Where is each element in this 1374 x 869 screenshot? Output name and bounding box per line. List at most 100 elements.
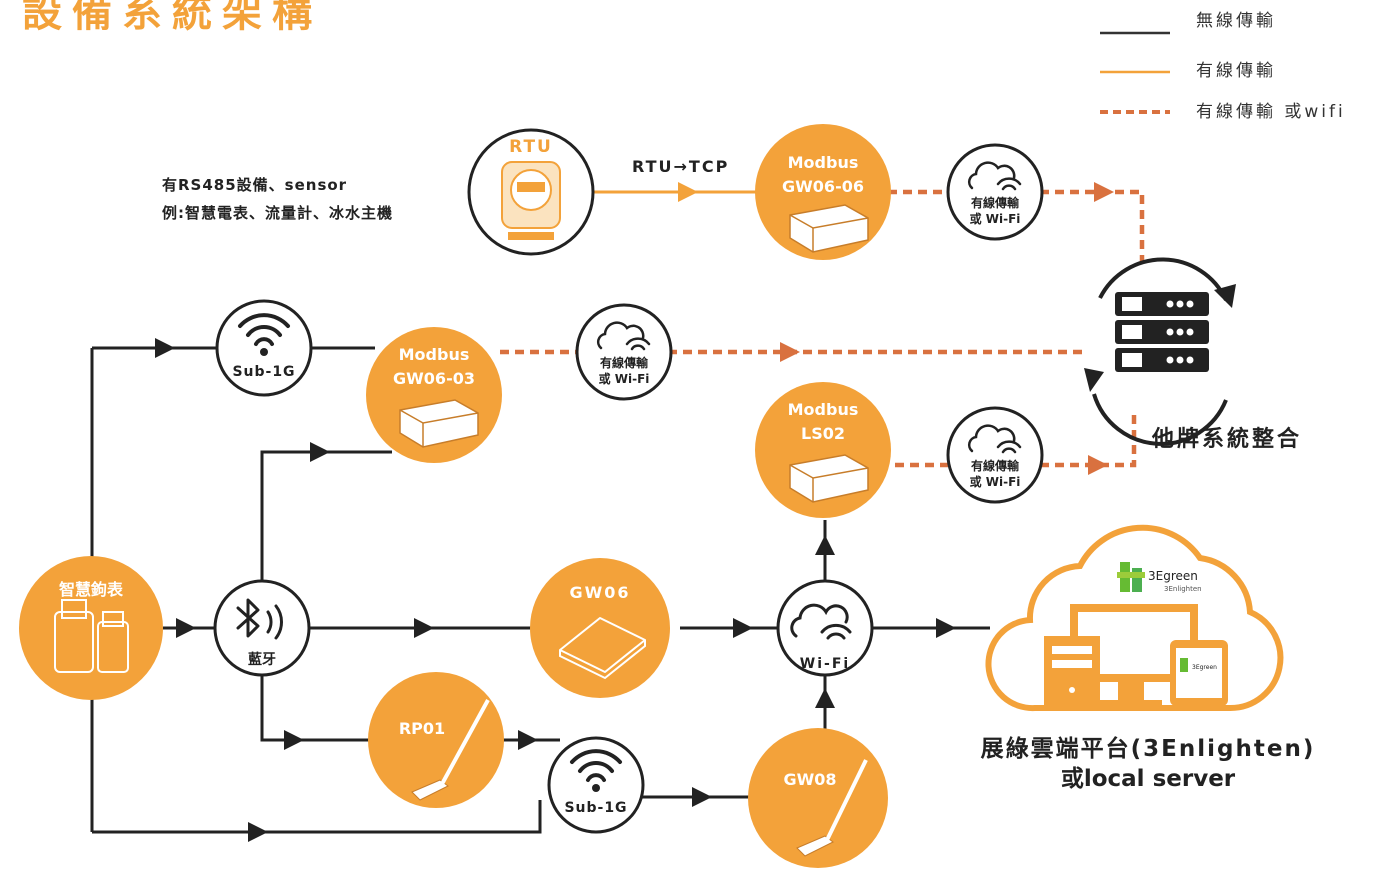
legend: 無線傳輸 有線傳輸 有線傳輸 或wifi: [1100, 11, 1346, 122]
clamp-sensor-icon: [54, 599, 129, 673]
wired-rtu-link: RTU→TCP: [592, 157, 760, 202]
arrow: [733, 618, 753, 638]
ls02-node[interactable]: Modbus LS02: [755, 382, 891, 518]
cloud-platform[interactable]: 3Egreen 3Enlighten 3Egreen 展綠雲端平台(3Enlig…: [981, 524, 1316, 792]
sub1g-label: Sub-1G: [564, 800, 627, 816]
antenna-icon: [411, 699, 490, 801]
rp01-circle: [368, 672, 504, 808]
cloud-node-b[interactable]: 有線傳輸 或 Wi-Fi: [575, 303, 673, 401]
wifi-dot: [592, 784, 600, 792]
wifi-dot: [260, 348, 268, 356]
phone-icon: [1170, 640, 1228, 706]
dash: [1040, 189, 1145, 262]
gw0603-node[interactable]: Modbus GW06-03: [366, 327, 502, 463]
gw08-node[interactable]: GW08: [748, 728, 888, 868]
gateway-box-icon: [789, 454, 869, 503]
wireless-arrowheads: [155, 338, 956, 842]
page-title: 設備系統架構: [22, 0, 322, 36]
cloud-wifi-icon: [790, 603, 852, 640]
cloud-wifi-icon: [967, 424, 1022, 454]
smart-meter-node[interactable]: 智慧鉤表: [19, 556, 163, 700]
brand-name: 3Egreen: [1148, 569, 1198, 583]
gw0603-label-2: GW06-03: [393, 369, 475, 388]
legend-wireless-label: 無線傳輸: [1196, 11, 1276, 31]
gateway-box-icon: [399, 399, 479, 448]
arrow: [155, 338, 175, 358]
cloud-node-a[interactable]: 有線傳輸 或 Wi-Fi: [946, 143, 1044, 241]
arrow: [414, 618, 434, 638]
dashed-connectors: [500, 189, 1145, 468]
cloud-label-2: 或 Wi-Fi: [970, 474, 1021, 489]
dash: [1040, 410, 1137, 468]
gw06-node[interactable]: GW06: [530, 558, 670, 698]
rtu-tcp-label: RTU→TCP: [632, 157, 729, 176]
ls02-label-2: LS02: [801, 424, 845, 443]
bluetooth-node[interactable]: 藍牙: [213, 579, 311, 677]
gateway-box-icon: [789, 204, 869, 253]
legend-wired-label: 有線傳輸: [1196, 61, 1276, 81]
rtu-node[interactable]: RTU: [467, 128, 595, 256]
meter-icon: [501, 161, 561, 240]
dashed-arrowheads: [780, 182, 1114, 475]
smart-meter-label: 智慧鉤表: [59, 580, 124, 599]
sub1g-label: Sub-1G: [232, 364, 295, 380]
sub1g-node-a[interactable]: Sub-1G: [215, 299, 313, 397]
bluetooth-circle: [213, 579, 311, 677]
rp01-node[interactable]: RP01: [368, 672, 504, 808]
arrow: [310, 442, 330, 462]
cloud-circle: [575, 303, 673, 401]
gw0603-label-1: Modbus: [399, 345, 470, 364]
platform-label-2: 或local server: [1061, 766, 1236, 792]
rp01-label: RP01: [399, 719, 445, 738]
arrow: [176, 618, 196, 638]
wifi-icon: [570, 749, 622, 782]
gw06-label: GW06: [569, 583, 630, 602]
arrow: [284, 730, 304, 750]
rtu-label: RTU: [509, 137, 553, 157]
bt-to-gw0603: [260, 450, 392, 585]
sync-arc: [1092, 393, 1228, 446]
cloud-label-2: 或 Wi-Fi: [599, 371, 650, 386]
wifi-hub-node[interactable]: Wi-Fi: [776, 579, 874, 677]
sub1g-node-b[interactable]: Sub-1G: [547, 736, 645, 834]
ls02-label-1: Modbus: [788, 400, 859, 419]
sync-arc: [1098, 257, 1228, 301]
bt-to-rp01: [260, 672, 375, 742]
cloud-circle: [946, 143, 1044, 241]
cloud-outline: [985, 524, 1284, 712]
wifi-hub-label: Wi-Fi: [800, 656, 850, 672]
wifi-icon: [238, 313, 290, 346]
server-label: 他牌系統整合: [1151, 426, 1302, 452]
cloud-circle: [946, 406, 1044, 504]
sync-arrow: [1214, 284, 1236, 308]
bottom-loop: [92, 800, 542, 834]
arrow: [692, 787, 712, 807]
arrow: [1088, 455, 1108, 475]
gw08-label: GW08: [783, 770, 836, 789]
arrow: [248, 822, 268, 842]
cloud-node-c[interactable]: 有線傳輸 或 Wi-Fi: [946, 406, 1044, 504]
rs485-note-line1: 有RS485設備、sensor: [162, 176, 347, 194]
brand-small: 3Egreen: [1192, 664, 1217, 671]
brand-logo: [1117, 562, 1145, 592]
cloud-label-2: 或 Wi-Fi: [970, 211, 1021, 226]
platform-label-1: 展綠雲端平台(3Enlighten): [981, 735, 1316, 762]
smart-meter-circle: [19, 556, 163, 700]
arrow: [936, 618, 956, 638]
legend-dashed-label: 有線傳輸 或wifi: [1196, 102, 1346, 122]
third-party-server[interactable]: 他牌系統整合: [1084, 257, 1302, 452]
bluetooth-icon: [236, 598, 283, 640]
brand-sub: 3Enlighten: [1164, 585, 1202, 593]
sync-arrow: [1084, 368, 1104, 392]
gw0606-label-2: GW06-06: [782, 177, 864, 196]
cloud-label-1: 有線傳輸: [971, 458, 1020, 473]
gw0606-node[interactable]: Modbus GW06-06: [755, 124, 891, 260]
router-icon: [559, 617, 646, 680]
bluetooth-label: 藍牙: [248, 651, 276, 668]
arrow: [518, 730, 538, 750]
arrow: [678, 182, 698, 202]
server-icon: [1115, 292, 1209, 372]
cloud-label-1: 有線傳輸: [971, 195, 1020, 210]
arrow: [815, 535, 835, 555]
